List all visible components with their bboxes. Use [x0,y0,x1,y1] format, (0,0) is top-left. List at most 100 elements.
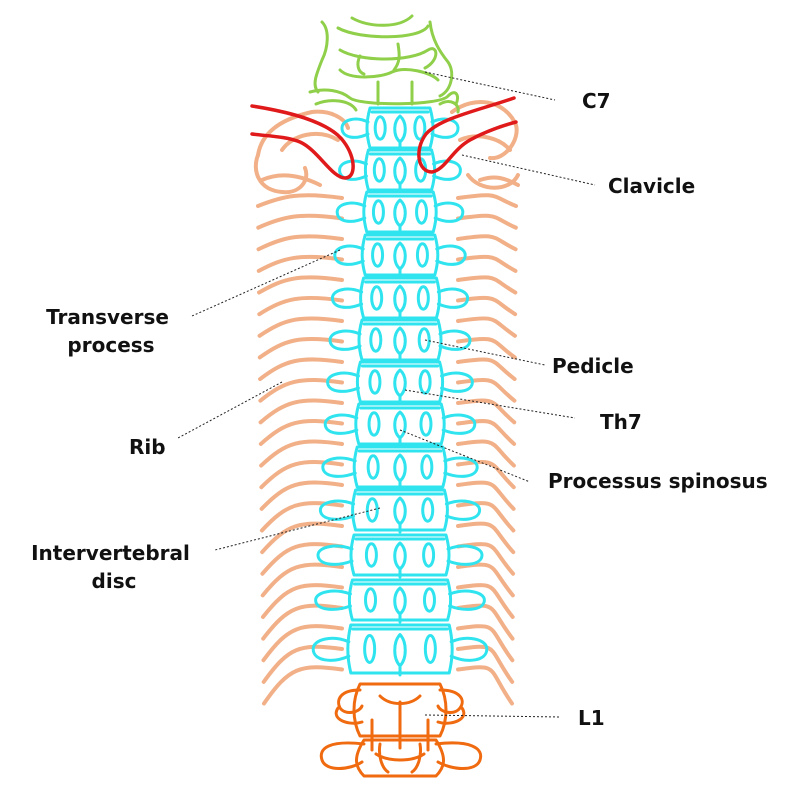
pedicle [364,587,378,613]
rib-right [456,316,517,338]
rib-right [456,254,518,273]
pedicle [371,242,385,268]
pedicle [365,497,379,523]
leader-c7 [424,71,556,101]
transverse-process [446,544,484,566]
transverse-process [321,456,357,478]
lumbar-outline [355,738,445,778]
rib-right [456,521,516,555]
rib-right [456,419,517,446]
rib-right [456,665,514,706]
lumbar-outline [436,688,464,714]
processus-spinosus [393,633,407,668]
transverse-process [435,244,467,266]
rib-right [456,193,518,208]
label-transverse-process-line1: Transverse [46,305,169,329]
lumbar-vertebra [319,682,483,778]
pedicle [420,454,434,480]
rib-left [258,398,344,425]
processus-spinosus [393,368,407,398]
rib-right [456,439,516,468]
thoracic-vertebra [335,190,465,236]
cervical-outline [428,20,454,98]
pedicle [419,411,433,437]
thoracic-vertebra [326,360,474,406]
transverse-process [433,201,465,223]
transverse-process [323,413,359,435]
processus-spinosus [393,198,407,228]
leader-l1 [424,714,561,718]
transverse-process [333,244,365,266]
leader-intervertebral-disc [214,507,381,551]
transverse-process [314,589,352,611]
clavicle [417,96,518,174]
pedicle [415,242,429,268]
rib-right [456,295,518,317]
transverse-process [438,329,472,351]
rib-right [456,583,515,619]
leader-lines [177,71,596,718]
processus-spinosus [393,326,407,356]
transverse-process [443,456,479,478]
thoracic-vertebra [333,233,467,279]
lumbar-outline [374,752,426,762]
thoracic-vertebra [311,623,489,677]
pedicle [366,454,380,480]
rib-right [456,603,515,641]
cervical-outline [350,14,414,27]
transverse-process [316,544,354,566]
rib-left [261,644,344,684]
transverse-process [340,117,370,139]
pedicle [422,587,436,613]
labels: C7 Clavicle Transverse process Pedicle T… [31,89,768,730]
rib-left [262,665,344,706]
rib-left [258,377,344,403]
cervical-outline [438,100,460,114]
label-th7: Th7 [600,410,642,434]
cervical-outline [392,42,401,72]
pedicle [418,369,432,395]
transverse-process [449,636,489,662]
rib-left [259,480,344,511]
transverse-process [335,201,367,223]
rib-right [456,398,517,425]
processus-spinosus [393,410,407,440]
pedicle [367,411,381,437]
rib-right [456,624,515,663]
cervical-outline [336,24,430,39]
label-pedicle: Pedicle [552,354,634,378]
thoracic-vertebra [330,276,470,322]
rib-left [257,295,344,317]
rib-right [456,377,517,403]
rib-left [260,521,344,555]
cervical-outline [314,99,358,112]
thoracic-vertebra [321,445,479,491]
shoulder-rib [478,175,520,187]
rib-left [260,583,344,619]
transverse-process [440,371,474,393]
processus-spinosus [393,496,407,526]
clavicle [250,104,355,180]
processus-spinosus [393,284,407,314]
cervical-outline [313,20,329,94]
transverse-process [311,636,351,662]
leader-transverse-process [191,249,341,317]
leader-pedicle [424,339,546,366]
transverse-process [436,287,470,309]
rib-left [258,357,344,382]
processus-spinosus [393,586,407,616]
lumbar-outline [410,742,422,774]
rib-left [260,542,344,576]
rib-right [456,213,518,230]
pedicle [416,285,430,311]
leader-clavicle [461,154,596,186]
transverse-process [326,371,360,393]
pedicle [417,327,431,353]
lumbar-outline [337,688,364,714]
cervical-outline [356,54,366,76]
processus-spinosus [393,114,407,144]
transverse-process [441,413,477,435]
thoracic-vertebra [340,106,460,152]
processus-spinosus [393,156,407,186]
label-intervertebral-disc-line1: Intervertebral [31,541,190,565]
